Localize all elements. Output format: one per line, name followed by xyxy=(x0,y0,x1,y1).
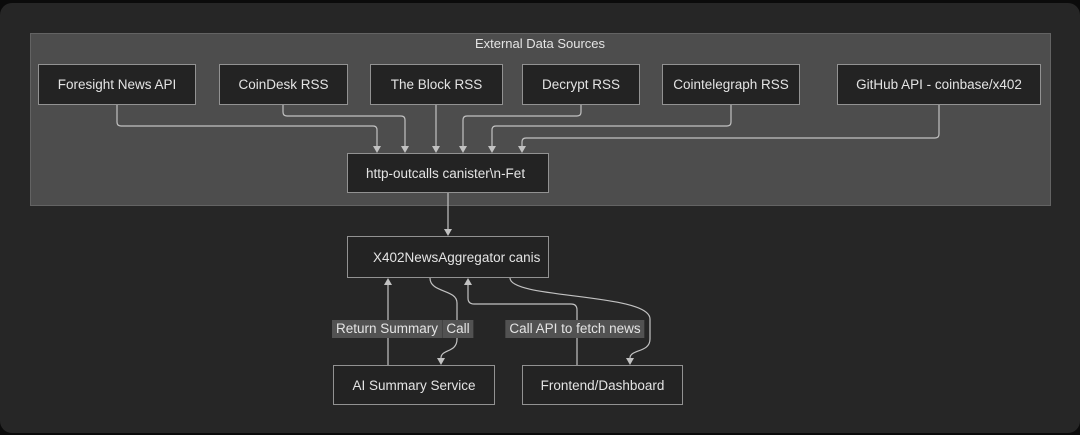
edge-aggregator-to-ai xyxy=(429,277,458,359)
node-x402-news-aggregator: X402NewsAggregator canis xyxy=(347,236,549,278)
cluster-title: External Data Sources xyxy=(474,36,606,51)
edge-label-call-api: Call API to fetch news xyxy=(505,320,645,338)
edge-aggregator-to-frontend xyxy=(509,277,651,359)
arrowhead xyxy=(437,358,445,365)
node-ai-summary-service: AI Summary Service xyxy=(333,365,495,405)
edge-label-return-summary: Return Summary xyxy=(331,320,443,338)
arrowhead xyxy=(626,358,634,365)
node-http-outcalls-canister: http-outcalls canister\n-Fet xyxy=(347,153,549,193)
node-cointelegraph-rss: Cointelegraph RSS xyxy=(662,64,800,105)
node-coindesk-rss: CoinDesk RSS xyxy=(219,64,348,105)
node-decrypt-rss: Decrypt RSS xyxy=(522,64,640,105)
arrowhead xyxy=(444,229,452,236)
node-github-api: GitHub API - coinbase/x402 xyxy=(837,64,1041,105)
edge-label-call: Call xyxy=(442,320,474,338)
arrowhead xyxy=(464,278,472,285)
node-frontend-dashboard: Frontend/Dashboard xyxy=(522,365,683,405)
arrowhead xyxy=(384,278,392,285)
node-foresight-news-api: Foresight News API xyxy=(38,64,196,105)
node-the-block-rss: The Block RSS xyxy=(370,64,503,105)
diagram-canvas: External Data Sources Foresight News API… xyxy=(0,3,1080,433)
